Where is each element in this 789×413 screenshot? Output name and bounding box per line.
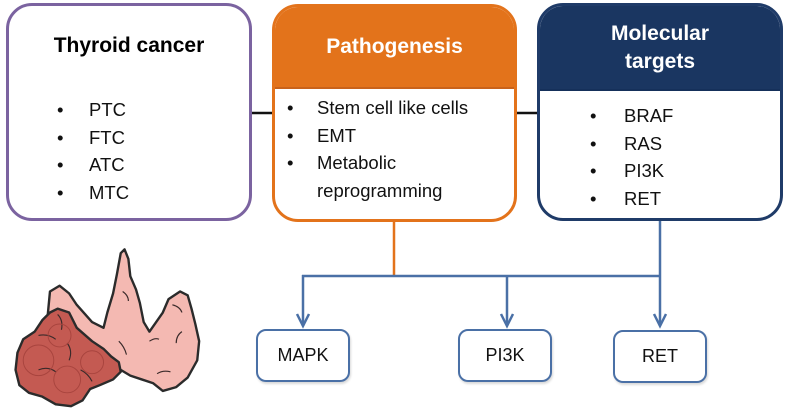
bullet-icon: •	[590, 187, 597, 209]
list-item: •BRAF	[590, 102, 673, 130]
bullet-icon: •	[590, 160, 597, 181]
pathogenesis-title: Pathogenesis	[275, 7, 514, 89]
list-item: •PTC	[57, 96, 129, 124]
list-item: •RAS	[590, 130, 673, 158]
bullet-icon: •	[590, 132, 597, 154]
bullet-icon: •	[57, 154, 64, 175]
bullet-icon: •	[57, 181, 64, 203]
molecular-targets-list: •BRAF •RAS •PI3K •RET	[590, 102, 673, 212]
list-item: •PI3K	[590, 157, 673, 185]
pathogenesis-box: Pathogenesis •Stem cell like cells •EMT …	[272, 4, 517, 222]
list-item: •Stem cell like cells	[287, 94, 468, 122]
molecular-targets-title-line2: targets	[624, 49, 696, 73]
molecular-targets-box: Molecular targets •BRAF •RAS •PI3K •RET	[537, 3, 783, 221]
list-item: •ATC	[57, 151, 129, 179]
arrow-to-mapk	[295, 275, 311, 329]
pathogenesis-list: •Stem cell like cells •EMT •Metabolic re…	[287, 94, 468, 204]
bullet-icon: •	[57, 99, 64, 120]
thyroid-gland-illustration	[14, 248, 201, 408]
arrow-to-ret	[652, 276, 668, 329]
bullet-icon: •	[287, 97, 294, 118]
list-item: •MTC	[57, 179, 129, 207]
thyroid-cancer-list: •PTC •FTC •ATC •MTC	[57, 96, 129, 206]
bullet-icon: •	[57, 126, 64, 148]
bullet-icon: •	[287, 152, 294, 173]
pathway-box-ret: RET	[613, 330, 707, 383]
molecular-targets-title-line1: Molecular	[610, 21, 710, 45]
list-item: •Metabolic	[287, 149, 468, 177]
pathway-box-mapk: MAPK	[256, 329, 350, 382]
thyroid-tumor-nodules	[22, 323, 105, 394]
list-item: •EMT	[287, 122, 468, 150]
list-item: •RET	[590, 185, 673, 213]
molecular-targets-title: Molecular targets	[540, 6, 780, 91]
arrow-to-pi3k	[499, 276, 515, 329]
thyroid-cancer-title: Thyroid cancer	[53, 34, 205, 57]
bullet-icon: •	[287, 124, 294, 146]
bullet-icon: •	[590, 105, 597, 126]
thyroid-tumor-lobe	[14, 307, 122, 408]
thyroid-cancer-box: Thyroid cancer •PTC •FTC •ATC •MTC	[6, 3, 252, 221]
list-item: •FTC	[57, 124, 129, 152]
thyroid-texture-marks	[38, 290, 183, 382]
list-item-continuation: reprogramming	[317, 179, 443, 201]
pathway-box-pi3k: PI3K	[458, 329, 552, 382]
